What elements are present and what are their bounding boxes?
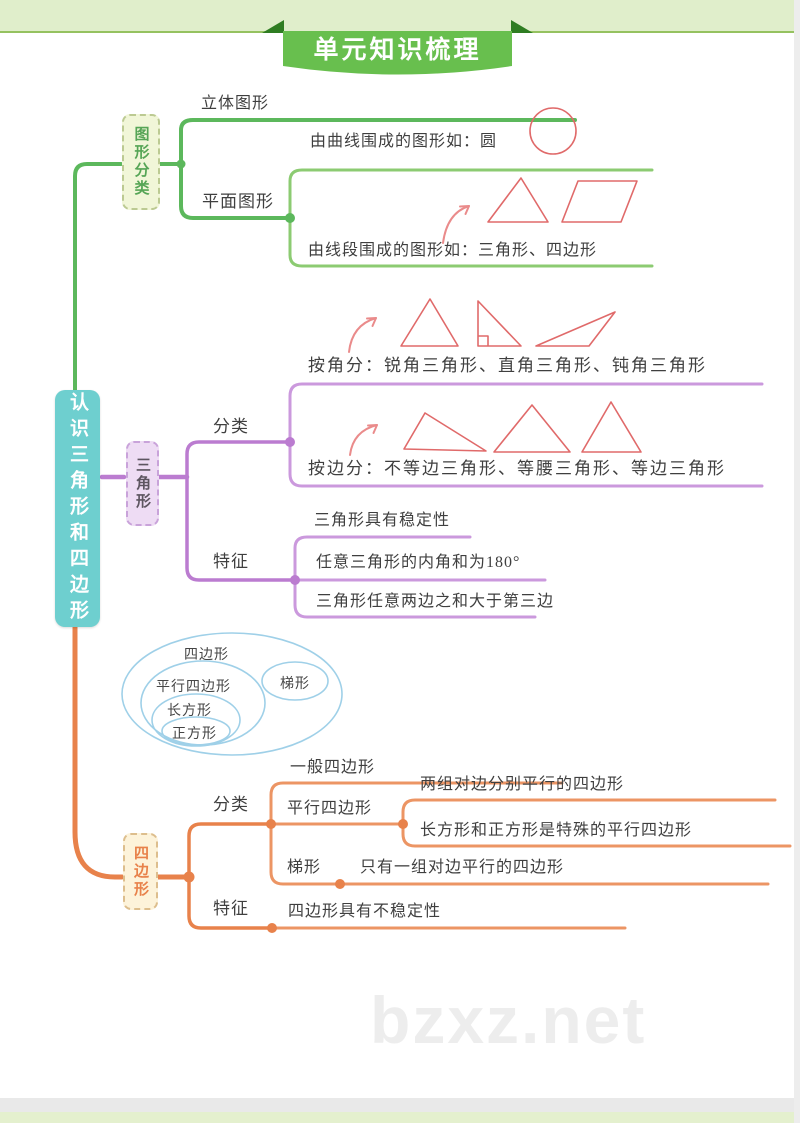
- label-by-angle: 按角分：锐角三角形、直角三角形、钝角三角形: [308, 356, 707, 375]
- venn-trapezoid-ellipse: [261, 661, 329, 701]
- watermark: bzxz.net: [370, 983, 647, 1057]
- branch-triangle-sublines: [288, 382, 764, 619]
- junction-dot-tri-feature: [290, 575, 300, 585]
- page-bottom-green-edge: [0, 1112, 794, 1123]
- label-solid-shapes: 立体图形: [201, 95, 270, 112]
- page-right-edge: [794, 0, 800, 1123]
- root-node: 认识三角形和四边形: [55, 390, 100, 627]
- banner-title: 单元知识梳理: [313, 36, 482, 64]
- label-parallelogram: 平行四边形: [287, 800, 373, 817]
- junction-dot-quad-classify: [266, 819, 276, 829]
- right-triangle-shape: [477, 300, 522, 347]
- label-tri-classify: 分类: [213, 417, 249, 436]
- label-para-note-2: 长方形和正方形是特殊的平行四边形: [420, 822, 693, 839]
- isosceles-triangle-shape: [493, 404, 571, 453]
- venn-rectangle-ellipse: [151, 693, 241, 747]
- venn-label-trapezoid: 梯形: [280, 677, 310, 692]
- label-trap-note: 只有一组对边平行的四边形: [360, 859, 565, 876]
- label-by-side: 按边分：不等边三角形、等腰三角形、等边三角形: [308, 459, 726, 478]
- label-tri-feature: 特征: [213, 552, 249, 571]
- label-segment-note: 由线段围成的图形如：三角形、四边形: [308, 242, 598, 259]
- page-bottom-gray-edge: [0, 1098, 794, 1112]
- junction-dot-quad-feature: [267, 923, 277, 933]
- label-curve-note: 由曲线围成的图形如：圆: [310, 133, 498, 150]
- junction-dot-quad: [183, 871, 195, 883]
- venn-label-quad: 四边形: [184, 648, 229, 663]
- triangle-shape: [487, 177, 549, 223]
- label-tri-feature-1: 三角形具有稳定性: [314, 512, 451, 529]
- equilateral-triangle-shape: [581, 401, 642, 453]
- arrow-to-angle-triangles-icon: [348, 317, 377, 353]
- label-quad-feature: 特征: [213, 899, 249, 918]
- label-tri-feature-2: 任意三角形的内角和为180°: [316, 554, 521, 571]
- junction-dot-shapes: [176, 159, 186, 169]
- acute-triangle-shape: [400, 298, 459, 347]
- banner-ribbon: [262, 20, 533, 75]
- node-shape-classification: 图形分类: [122, 114, 160, 210]
- branch-quad-lines: [72, 622, 188, 880]
- parallelogram-shape: [561, 180, 638, 223]
- junction-dot-tri-classify: [285, 437, 295, 447]
- branch-quad-mid-lines: [187, 822, 270, 930]
- venn-square-ellipse: [161, 716, 231, 746]
- venn-label-square: 正方形: [172, 727, 217, 742]
- venn-outer-ellipse: [121, 632, 343, 756]
- label-quad-feature-note: 四边形具有不稳定性: [288, 903, 442, 920]
- label-para-note-1: 两组对边分别平行的四边形: [420, 776, 625, 793]
- branch-quad-sublines: [269, 781, 792, 930]
- node-quadrilateral: 四边形: [123, 833, 158, 910]
- arrow-to-plane-shapes-icon: [442, 205, 470, 244]
- arrow-to-side-triangles-icon: [349, 424, 378, 456]
- branch-shapes-sublines: [288, 168, 654, 268]
- node-triangle: 三角形: [126, 441, 159, 526]
- junction-dot-plane: [285, 213, 295, 223]
- venn-label-parallelogram: 平行四边形: [156, 680, 231, 695]
- junction-dot-parallelogram: [398, 819, 408, 829]
- label-general-quad: 一般四边形: [290, 759, 376, 776]
- label-plane-shapes: 平面图形: [202, 192, 274, 211]
- venn-label-rectangle: 长方形: [167, 704, 212, 719]
- branch-shapes-lines: [73, 118, 577, 394]
- circle-shape: [529, 107, 577, 155]
- label-trapezoid: 梯形: [287, 859, 322, 876]
- label-tri-feature-3: 三角形任意两边之和大于第三边: [316, 593, 555, 610]
- obtuse-triangle-shape: [535, 311, 616, 347]
- scalene-triangle-shape: [403, 412, 487, 452]
- junction-dot-trapezoid: [335, 879, 345, 889]
- label-quad-classify: 分类: [213, 795, 249, 814]
- branch-triangle-mid-lines: [185, 440, 293, 582]
